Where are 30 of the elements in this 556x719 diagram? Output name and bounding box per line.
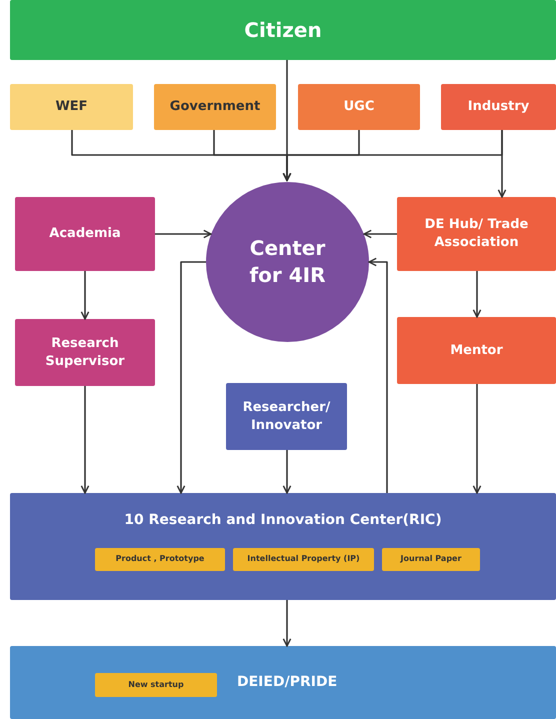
output-tag: Journal Paper (382, 548, 480, 571)
arrow (282, 450, 292, 494)
arrow (282, 600, 292, 647)
arrow (363, 230, 397, 238)
arrow (472, 384, 482, 494)
output-tag: Product , Prototype (95, 548, 225, 571)
entity-box: Academia (15, 197, 155, 271)
arrow (80, 271, 90, 320)
arrow (80, 386, 90, 494)
arrow (498, 130, 506, 198)
entity-box: Industry (441, 84, 556, 130)
entity-box: DE Hub/ Trade Association (397, 197, 556, 271)
entity-box: Mentor (397, 317, 556, 384)
arrow (176, 261, 206, 494)
arrow (155, 230, 212, 238)
output-tag: Intellectual Property (IP) (233, 548, 374, 571)
entity-box: Research Supervisor (15, 319, 155, 386)
center-circle: Center for 4IR (206, 182, 369, 342)
output-panel (10, 646, 556, 719)
arrow (368, 258, 388, 493)
entity-box: UGC (298, 84, 420, 130)
output-tag: New startup (95, 673, 217, 697)
entity-box: Researcher/ Innovator (226, 383, 347, 450)
entity-box: WEF (10, 84, 133, 130)
entity-box: Government (154, 84, 276, 130)
panel-title: 10 Research and Innovation Center(RIC) (124, 511, 442, 530)
panel-title: DEIED/PRIDE (237, 673, 338, 692)
entity-box: Citizen (10, 0, 556, 60)
arrow (472, 271, 482, 318)
center-panel (10, 493, 556, 600)
